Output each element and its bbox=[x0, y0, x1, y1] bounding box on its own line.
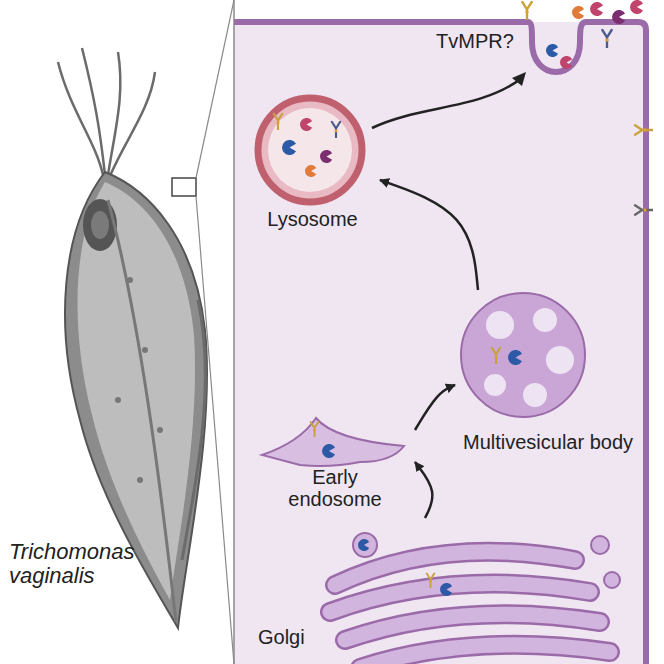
zoom-line bbox=[196, 196, 234, 664]
transport-arrow bbox=[415, 462, 432, 518]
secreted-enzymes bbox=[546, 0, 643, 69]
compartment-label: Golgi bbox=[258, 626, 305, 648]
compartment-label: Trichomonas vaginalis bbox=[9, 540, 134, 588]
compartment-label: Multivesicular body bbox=[463, 431, 633, 453]
membrane-receptors bbox=[522, 2, 653, 215]
zoom-line bbox=[196, 0, 234, 178]
early-endosome-node: Early endosome bbox=[255, 410, 415, 510]
golgi-stacks bbox=[330, 552, 610, 664]
mvb-shape bbox=[461, 293, 585, 417]
golgi-node: Golgi bbox=[250, 518, 590, 664]
multivesicular-body-node: Multivesicular body bbox=[455, 290, 650, 455]
zoom-frame bbox=[233, 0, 235, 664]
transport-arrow bbox=[380, 180, 478, 290]
early-endosome-shape bbox=[262, 418, 404, 466]
lysosome-shape bbox=[258, 98, 362, 202]
golgi-vesicles bbox=[353, 533, 620, 596]
transport-arrow bbox=[415, 385, 455, 430]
compartment-label: Early endosome bbox=[280, 466, 390, 510]
receptor-label: TvMPR? bbox=[436, 30, 514, 52]
plasma-membrane bbox=[234, 22, 646, 664]
arrowhead bbox=[512, 72, 526, 86]
compartment-label: Lysosome bbox=[245, 208, 380, 230]
organism-node: Trichomonas vaginalis bbox=[5, 40, 230, 640]
lysosome-node: Lysosome bbox=[245, 92, 380, 232]
cell-interior bbox=[234, 22, 646, 664]
secretion-arrow bbox=[372, 78, 522, 128]
